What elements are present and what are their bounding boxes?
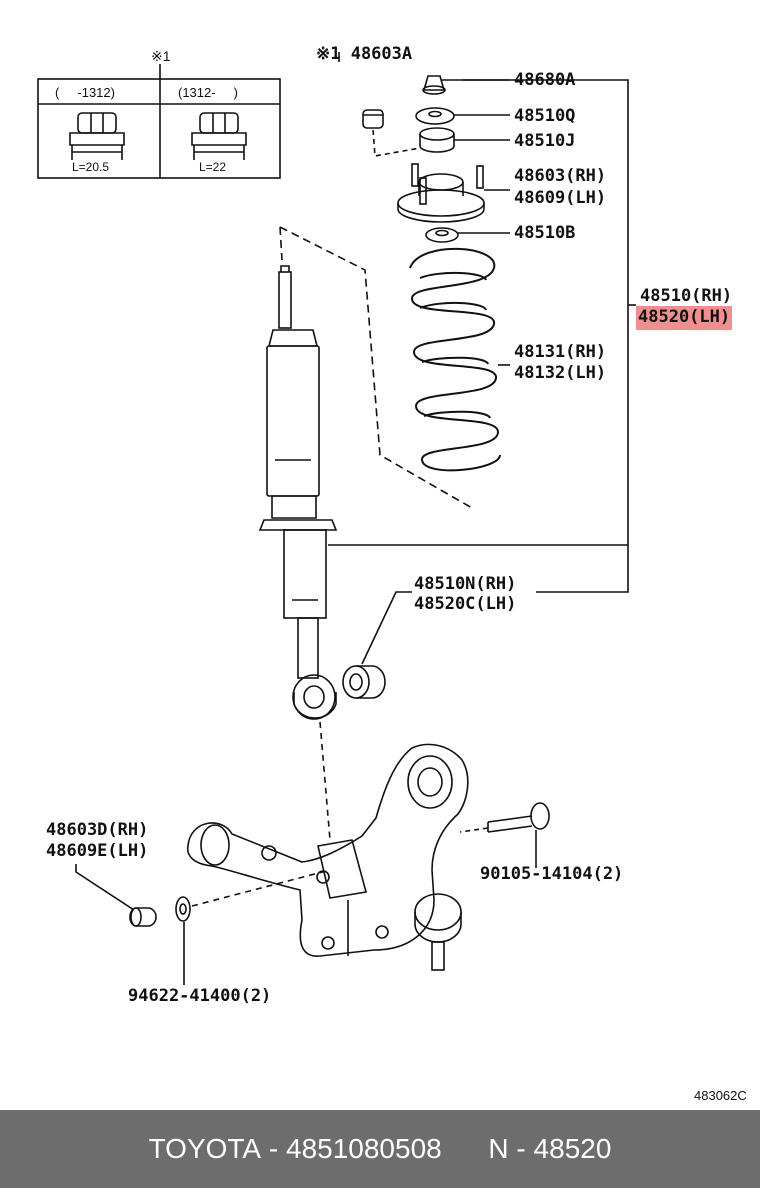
label-48603-rh: 48603(RH) xyxy=(514,166,607,186)
footer-ref-code: 48520 xyxy=(533,1133,612,1164)
seat-48510b-icon xyxy=(425,227,459,243)
ball-joint-icon xyxy=(414,893,462,971)
inset-col2-length: L=22 xyxy=(199,160,227,174)
label-48132-lh: 48132(LH) xyxy=(514,363,607,383)
nut-48680a-icon xyxy=(422,75,446,95)
bolt-90105-icon xyxy=(487,802,550,833)
label-48510n-rh: 48510N(RH) xyxy=(414,574,517,594)
nut-icon xyxy=(191,112,247,160)
inset-table xyxy=(37,78,281,179)
footer-part-number: 4851080508 xyxy=(286,1133,442,1164)
label-48520-lh-highlighted: 48520(LH) xyxy=(636,306,733,330)
parts-diagram xyxy=(37,52,636,985)
coil-spring-icon xyxy=(409,247,501,472)
inset-col1-length: L=20.5 xyxy=(72,160,110,174)
label-48609e-lh: 48609E(LH) xyxy=(46,841,149,861)
label-48510j: 48510J xyxy=(514,131,576,151)
label-48510-rh: 48510(RH) xyxy=(640,286,733,306)
bushing-48510j-icon xyxy=(419,127,455,153)
label-48603d-rh: 48603D(RH) xyxy=(46,820,149,840)
nut-48603d-icon xyxy=(129,907,157,927)
nut-icon xyxy=(69,112,125,160)
label-48510b: 48510B xyxy=(514,223,576,243)
footer-brand: TOYOTA xyxy=(148,1133,262,1164)
nut-48603a-icon xyxy=(362,109,384,129)
washer-94622-icon xyxy=(175,896,191,922)
label-48510q: 48510Q xyxy=(514,106,576,126)
footer-bar: TOYOTA - 4851080508 N - 48520 xyxy=(0,1110,760,1188)
footer-separator: - xyxy=(508,1133,534,1164)
upper-support-icon xyxy=(397,163,485,223)
diagram-code: 483062C xyxy=(694,1088,747,1103)
inset-note-mark: ※1 xyxy=(151,48,171,64)
inset-col2-header: (1312- ) xyxy=(178,85,238,100)
inset-col1-header: ( -1312) xyxy=(55,85,115,100)
label-48603a: ※1 48603A xyxy=(316,44,413,64)
footer-separator: - xyxy=(261,1133,286,1164)
label-94622: 94622-41400(2) xyxy=(128,986,272,1006)
label-48520c-lh: 48520C(LH) xyxy=(414,594,517,614)
bushing-48510n-icon xyxy=(342,665,386,699)
lower-control-arm-icon xyxy=(186,743,469,957)
label-48609-lh: 48609(LH) xyxy=(514,188,607,208)
label-48131-rh: 48131(RH) xyxy=(514,342,607,362)
label-48680a: 48680A xyxy=(514,70,576,90)
footer-ref-prefix: N xyxy=(488,1133,509,1164)
shock-absorber-icon xyxy=(258,265,338,720)
washer-48510q-icon xyxy=(415,107,455,125)
footer-gap xyxy=(442,1133,489,1165)
label-90105: 90105-14104(2) xyxy=(480,864,624,884)
